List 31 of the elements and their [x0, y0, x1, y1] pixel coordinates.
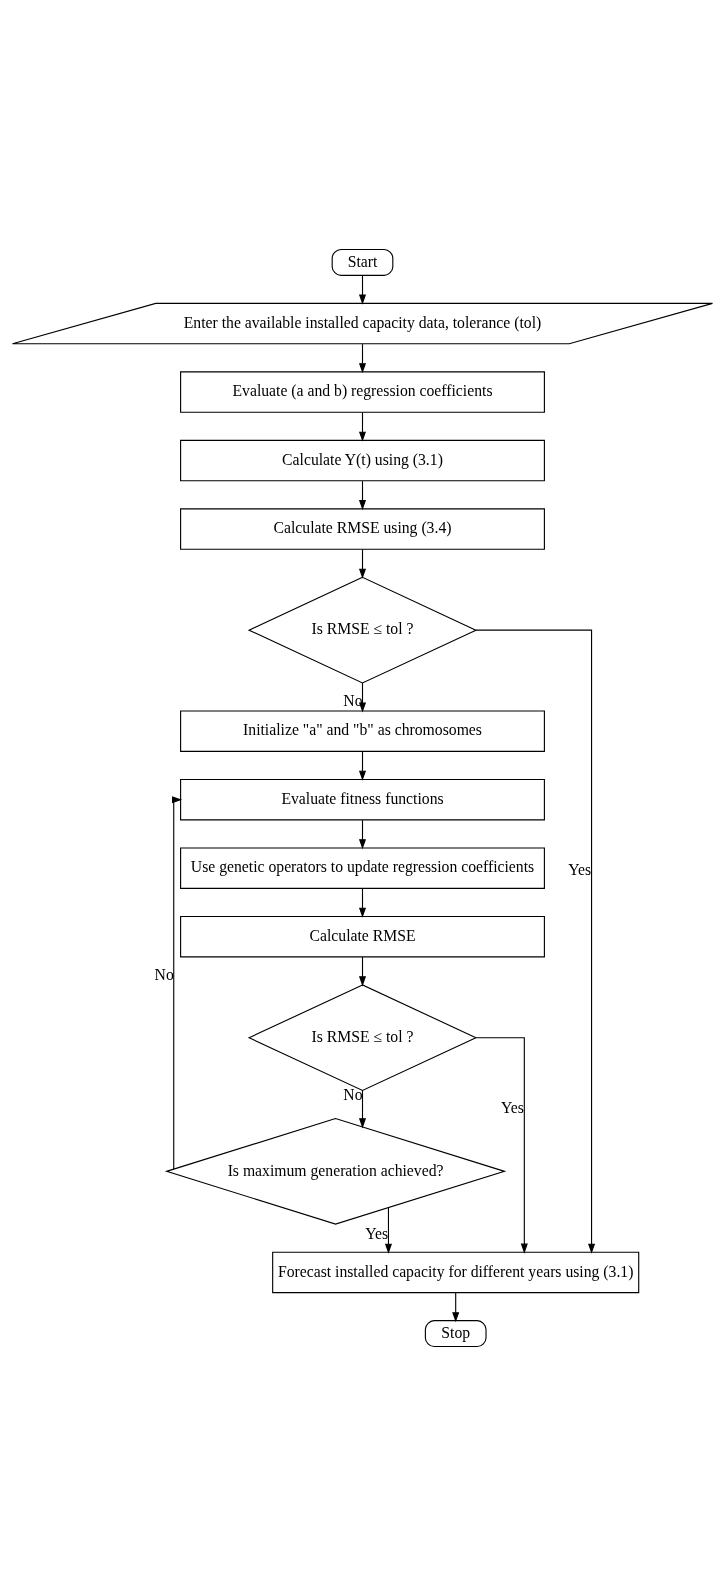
arrow [358, 1089, 367, 1129]
arrow [384, 1207, 392, 1254]
node-box: Forecast installed capacity for different years using (3.1) [272, 1251, 640, 1294]
node-box: Stop [424, 1320, 487, 1348]
node-box: Calculate RMSE using (3.4) [180, 508, 545, 550]
node-box: Evaluate (a and b) regression coefficients [180, 371, 545, 413]
arrow [475, 629, 596, 1254]
arrow [358, 412, 367, 442]
arrow [475, 1037, 528, 1254]
node-box: Calculate Y(t) using (3.1) [180, 439, 545, 482]
arrow [358, 274, 367, 305]
edge-label: Yes [501, 1098, 524, 1116]
arrow [452, 1292, 460, 1323]
node-box: Evaluate fitness functions [180, 778, 545, 821]
arrow [358, 819, 367, 850]
arrow [172, 796, 183, 1170]
node-box: Initialize "a" and "b" as chromosomes [180, 710, 545, 752]
arrow [358, 888, 367, 918]
arrow [358, 480, 367, 511]
edge-label: Yes [568, 861, 592, 879]
arrow [358, 343, 367, 374]
node-box: Calculate RMSE [180, 915, 545, 958]
arrow [358, 548, 367, 579]
node-box: Start [331, 248, 394, 276]
edge-label: Yes [365, 1224, 389, 1242]
arrow [358, 682, 367, 713]
node-box: Use genetic operators to update regression coefficients [180, 847, 545, 889]
node-diamond: Is RMSE ≤ tol ? [247, 576, 478, 684]
edge-label: No [343, 691, 363, 709]
arrow [358, 751, 367, 781]
arrow [358, 956, 367, 987]
